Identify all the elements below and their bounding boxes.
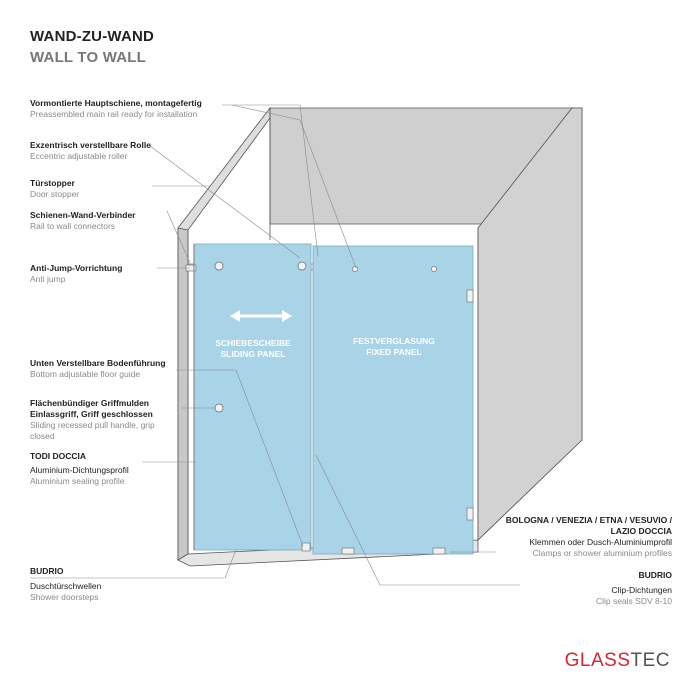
label-en: Aluminium sealing profile (30, 476, 125, 486)
label-roller: Exzentrisch verstellbare Rolle Eccentric… (30, 140, 151, 162)
glasstec-logo: GLASSTEC (565, 650, 670, 672)
sliding-panel-label-de: SCHIEBESCHEIBE (215, 338, 291, 348)
label-en: Anti jump (30, 274, 66, 284)
roller-left (214, 261, 224, 271)
label-clip-seals: BUDRIO Clip-Dichtungen Clip seals SDV 8-… (596, 570, 672, 607)
fixed-clamp-1 (352, 266, 358, 272)
label-en: Clip seals SDV 8-10 (595, 596, 672, 606)
label-en: Door stopper (30, 189, 80, 199)
label-de-2: Klemmen oder Dusch-Aluminiumprofil (529, 537, 672, 547)
label-sealing-profile: TODI DOCCIA Aluminium-Dichtungsprofil Al… (30, 451, 129, 487)
label-en: Preassembled main rail ready for install… (30, 109, 198, 119)
right-wall-face (477, 107, 583, 541)
fixed-panel-label-de: FESTVERGLASUNG (353, 336, 435, 346)
label-doorsteps: BUDRIO Duschtürschwellen Shower doorstep… (30, 566, 101, 603)
label-en: Bottom adjustable floor guide (30, 369, 141, 379)
label-en: Sliding recessed pull handle, grip (30, 420, 155, 430)
floor-guide (301, 542, 311, 552)
bottom-clamp-1 (341, 547, 355, 555)
label-de: Türstopper (30, 178, 75, 188)
label-door-stopper: Türstopper Door stopper (30, 178, 79, 200)
handle (214, 403, 224, 413)
title-german: WAND-ZU-WAND (30, 28, 155, 45)
label-clamps: BOLOGNA / VENEZIA / ETNA / VESUVIO / LAZ… (506, 515, 672, 559)
logo-part-2: TEC (630, 650, 670, 671)
label-de: Unten Verstellbare Bodenführung (30, 358, 166, 368)
label-de: Vormontierte Hauptschiene, montagefertig (30, 98, 202, 108)
label-de: BOLOGNA / VENEZIA / ETNA / VESUVIO / (505, 515, 672, 525)
label-de: TODI DOCCIA (30, 451, 87, 461)
bottom-clamp-2 (432, 547, 446, 555)
label-de-2: Clip-Dichtungen (611, 585, 672, 595)
slide-arrow-icon (230, 310, 292, 322)
wall-profile-top (466, 289, 474, 303)
leader-lines (30, 104, 520, 586)
label-en: Eccentric adjustable roller (30, 151, 128, 161)
fixed-panel-label-en: FIXED PANEL (366, 347, 422, 357)
wall-profile-bottom (466, 507, 474, 521)
label-de: BUDRIO (638, 570, 672, 580)
left-wall-face (177, 227, 189, 561)
label-en: Clamps or shower aluminium profiles (532, 548, 672, 558)
label-wall-connector: Schienen-Wand-Verbinder Rail to wall con… (30, 210, 135, 232)
label-de: BUDRIO (30, 566, 64, 576)
label-de-2: Aluminium-Dichtungsprofil (30, 465, 129, 475)
label-de: Anti-Jump-Vorrichtung (30, 263, 123, 273)
label-de: Exzentrisch verstellbare Rolle (30, 140, 151, 150)
label-de-2: Duschtürschwellen (30, 581, 102, 591)
label-de-b: LAZIO DOCCIA (610, 526, 672, 536)
fixed-panel-label: FESTVERGLASUNG FIXED PANEL (320, 336, 468, 358)
label-en: Shower doorsteps (30, 592, 99, 602)
title-english: WALL TO WALL (30, 49, 146, 66)
label-anti-jump: Anti-Jump-Vorrichtung Anti jump (30, 263, 122, 285)
label-de-2: Einlassgriff, Griff geschlossen (30, 409, 153, 419)
sliding-panel-label-en: SLIDING PANEL (220, 349, 286, 359)
label-handle: Flächenbündiger Griffmulden Einlassgriff… (30, 398, 155, 442)
label-en-2: closed (30, 431, 55, 441)
roller-right (297, 261, 307, 271)
fixed-panel (312, 245, 474, 555)
label-de: Schienen-Wand-Verbinder (30, 210, 136, 220)
sliding-panel-label: SCHIEBESCHEIBE SLIDING PANEL (198, 338, 308, 360)
label-en: Rail to wall connectors (30, 221, 116, 231)
label-main-rail: Vormontierte Hauptschiene, montagefertig… (30, 98, 202, 120)
logo-part-1: GLASS (564, 650, 631, 671)
fixed-clamp-2 (431, 266, 437, 272)
label-floor-guide: Unten Verstellbare Bodenführung Bottom a… (30, 358, 166, 380)
sliding-panel (193, 243, 312, 551)
label-de: Flächenbündiger Griffmulden (30, 398, 150, 408)
